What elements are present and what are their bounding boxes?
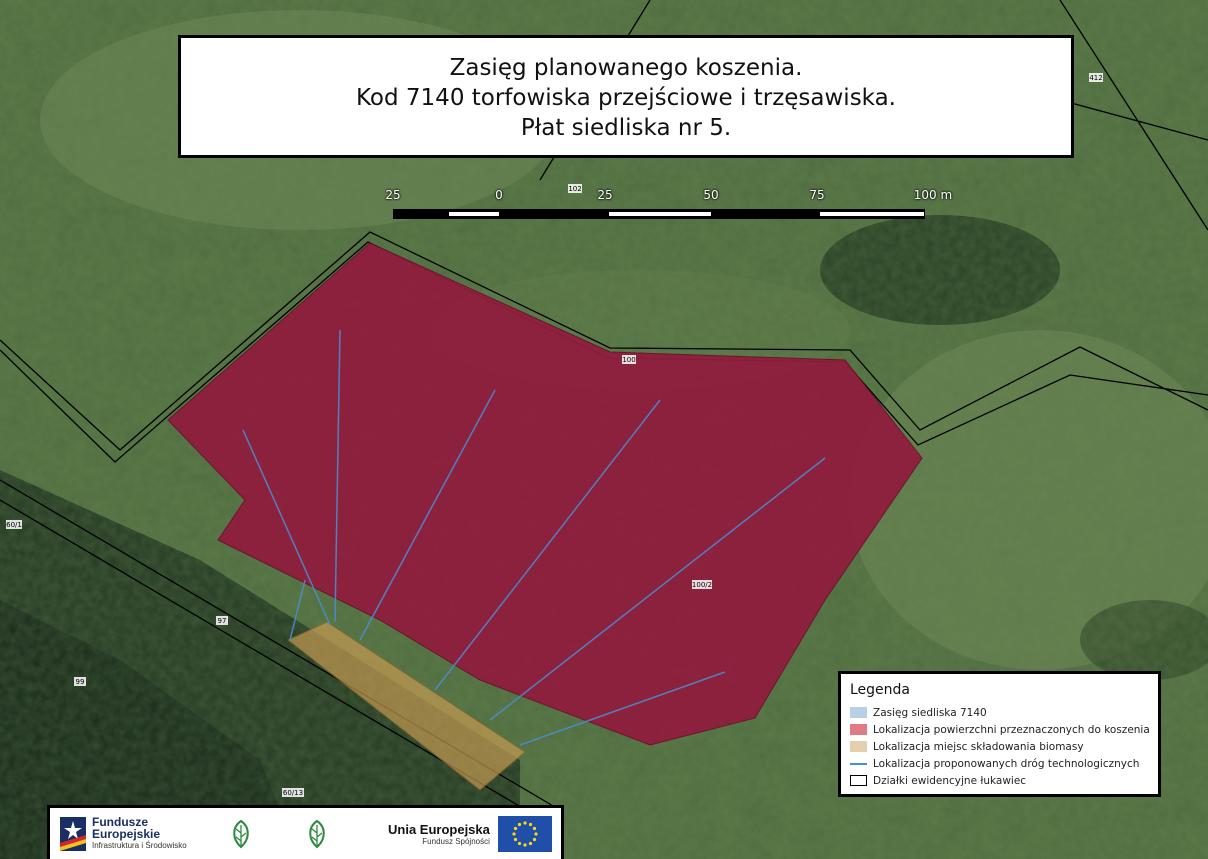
eu-name: Unia Europejska bbox=[388, 821, 490, 837]
eu-flag-icon bbox=[497, 815, 552, 852]
legend-swatch-roads bbox=[850, 762, 867, 765]
legend-label: Lokalizacja powierzchni przeznaczonych d… bbox=[873, 723, 1150, 736]
biomass-storage-area bbox=[287, 621, 526, 791]
legend-label: Zasięg siedliska 7140 bbox=[873, 706, 987, 719]
parcel-labels: 412 102 100 100/2 97 99 60/1 60/13 bbox=[6, 73, 1103, 797]
legend-label: Lokalizacja proponowanych dróg technolog… bbox=[873, 757, 1140, 770]
gdos-logo bbox=[230, 819, 306, 849]
eu-subtitle: Fundusz Spójności bbox=[422, 836, 490, 846]
legend-item: Lokalizacja proponowanych dróg technolog… bbox=[850, 755, 1149, 772]
fundusze-europejskie-logo: Fundusze Europejskie Infrastruktura i Śr… bbox=[60, 816, 230, 852]
parcel-label: 100 bbox=[622, 356, 635, 364]
parcel-label: 60/13 bbox=[283, 789, 303, 797]
leaf-icon bbox=[309, 819, 325, 848]
parcel-label: 97 bbox=[218, 617, 227, 625]
technological-roads bbox=[242, 329, 826, 746]
legend-swatch-habitat bbox=[850, 707, 867, 718]
legend-swatch-mowing bbox=[850, 724, 867, 735]
scale-bar bbox=[393, 209, 925, 219]
legend-item: Zasięg siedliska 7140 bbox=[850, 704, 1149, 721]
map-title-line: Kod 7140 torfowiska przejściowe i trzęsa… bbox=[356, 85, 896, 111]
scale-label: 50 bbox=[703, 188, 719, 202]
scale-label: 25 bbox=[597, 188, 613, 202]
leaf-icon bbox=[233, 819, 249, 848]
map-title-line: Płat siedliska nr 5. bbox=[520, 115, 732, 141]
scale-label: 0 bbox=[495, 188, 503, 202]
fe-subtitle: Infrastruktura i Środowisko bbox=[92, 840, 187, 850]
parcel-label: 99 bbox=[76, 678, 85, 686]
map-title-box: Zasięg planowanego koszenia. Kod 7140 to… bbox=[178, 35, 1074, 158]
parcel-label: 412 bbox=[1089, 74, 1102, 82]
scale-label: 75 bbox=[809, 188, 825, 202]
scale-label: 25 bbox=[385, 188, 401, 202]
scale-label: 100 m bbox=[913, 188, 953, 202]
legend-item: Działki ewidencyjne łukawiec bbox=[850, 772, 1149, 789]
funding-logos-bar: Fundusze Europejskie Infrastruktura i Śr… bbox=[47, 805, 564, 859]
parcel-label: 100/2 bbox=[692, 581, 712, 589]
legend-title: Legenda bbox=[850, 682, 911, 698]
parcel-label: 60/1 bbox=[6, 521, 22, 529]
fe-name-line: Europejskie bbox=[92, 826, 161, 841]
fe-star-icon bbox=[60, 816, 86, 851]
legend-label: Lokalizacja miejsc składowania biomasy bbox=[873, 740, 1084, 753]
map-title-line: Zasięg planowanego koszenia. bbox=[449, 55, 803, 81]
map-legend: Legenda Zasięg siedliska 7140 Lokalizacj… bbox=[838, 671, 1161, 797]
legend-item: Lokalizacja powierzchni przeznaczonych d… bbox=[850, 721, 1150, 738]
parcel-label: 102 bbox=[568, 185, 581, 193]
unia-europejska-logo: Unia Europejska Fundusz Spójności bbox=[388, 815, 552, 852]
mowing-area bbox=[167, 242, 923, 746]
fe-name-line: Fundusze bbox=[92, 814, 148, 829]
legend-swatch-biomass bbox=[850, 741, 867, 752]
legend-label: Działki ewidencyjne łukawiec bbox=[873, 774, 1027, 787]
legend-item: Lokalizacja miejsc składowania biomasy bbox=[850, 738, 1149, 755]
legend-swatch-parcels bbox=[850, 775, 867, 786]
rdos-logo bbox=[306, 819, 382, 849]
